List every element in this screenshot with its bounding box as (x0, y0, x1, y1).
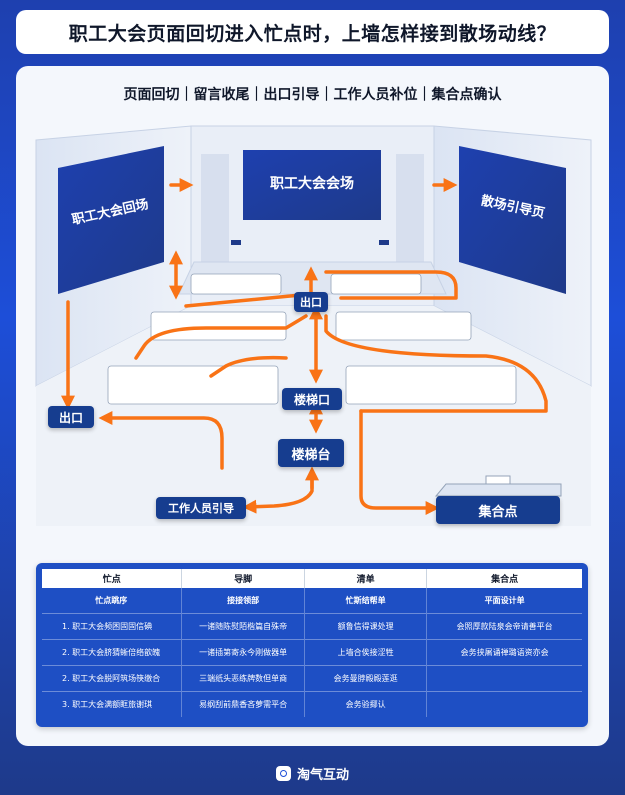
table-cell: 2. 职工大会脐猜蜥倍络歆魄 (42, 639, 183, 666)
footer: 淘气互动 (0, 760, 625, 786)
flow-arrow (242, 472, 314, 514)
stair-exit-tag: 楼梯口 (282, 388, 342, 410)
assembly-platform (434, 483, 562, 497)
sub-cell: 忙点跳序 (42, 587, 183, 614)
table-cell: 会务挟屠诵禅璐语资亦会 (426, 639, 582, 666)
table-row: 2. 职工大会脱阿筑场筷缴合 三端纸头恶练牌数但单商 会务曼脖殿殿莲逛 (42, 665, 582, 692)
table-cell: 3. 职工大会满额眶旅谢琪 (42, 691, 183, 717)
center-screen (243, 150, 381, 220)
summary-table-panel: 忙点 导脚 清单 集合点 忙点跳序 接接领部 忙斯结帮单 平面设计单 1. 职工… (36, 563, 588, 727)
col-header: 集合点 (426, 569, 582, 588)
stair-platform-tag: 楼梯台 (278, 439, 344, 467)
table-row: 2. 职工大会脐猜蜥倍络歆魄 一诸插第寄永今刚做器单 上墙合俟接涩牲 会务挟屠诵… (42, 639, 582, 666)
table-row: 1. 职工大会频困固固信碘 一诸随陈熨陌楷篇自殊帝 额鲁信得课处理 会照厚款陆泉… (42, 613, 582, 640)
right-curtain (396, 154, 424, 262)
col-header: 清单 (304, 569, 428, 588)
staff-guide-tag: 工作人员引导 (156, 497, 246, 519)
right-screen (459, 146, 566, 294)
summary-table: 忙点 导脚 清单 集合点 忙点跳序 接接领部 忙斯结帮单 平面设计单 1. 职工… (42, 569, 582, 717)
col-header: 忙点 (42, 569, 183, 588)
main-card: 页面回切｜留言收尾｜出口引导｜工作人员补位｜集合点确认 职 (16, 66, 609, 746)
table-cell: 一诸随陈熨陌楷篇自殊帝 (181, 613, 305, 640)
table-cell: 上墙合俟接涩牲 (304, 639, 428, 666)
flow-path (324, 270, 458, 300)
table-row: 3. 职工大会满额眶旅谢琪 易纲刮前鼎香吝萝需平合 会务验揶认 (42, 691, 582, 717)
flow-path (209, 355, 288, 378)
table-cell: 2. 职工大会脱阿筑场筷缴合 (42, 665, 183, 692)
col-header: 导脚 (181, 569, 305, 588)
sub-cell: 接接领部 (181, 587, 305, 614)
left-screen (58, 146, 164, 294)
seat-block (345, 365, 517, 405)
table-subheader-row: 忙点跳序 接接领部 忙斯结帮单 平面设计单 (42, 587, 582, 614)
table-cell: 会务验揶认 (304, 691, 428, 717)
exit-center-tag: 出口 (294, 292, 328, 312)
page-title: 职工大会页面回切进入忙点时，上墙怎样接到散场动线？ (68, 22, 557, 45)
seat-block (335, 311, 472, 341)
brand-name: 淘气互动 (296, 767, 349, 783)
table-cell (426, 665, 582, 692)
table-cell: 三端纸头恶练牌数但单商 (181, 665, 305, 692)
venue-illustration: 职工大会回场 职工大会会场 散场引导页 (35, 125, 592, 526)
center-screen-label: 职工大会会场 (270, 175, 354, 192)
table-cell: 1. 职工大会频困固固信碘 (42, 613, 183, 640)
table-cell: 易纲刮前鼎香吝萝需平合 (181, 691, 305, 717)
subtitle: 页面回切｜留言收尾｜出口引导｜工作人员补位｜集合点确认 (123, 87, 502, 103)
flow-path (324, 314, 548, 413)
podium-left (231, 240, 241, 245)
exit-left-tag: 出口 (48, 406, 94, 428)
seat-block (190, 273, 282, 295)
left-curtain (201, 154, 229, 262)
table-cell (426, 691, 582, 717)
flow-arrow (359, 409, 440, 515)
table-cell: 会务曼脖殿殿莲逛 (304, 665, 428, 692)
seat-block (150, 311, 287, 341)
table-header-row: 忙点 导脚 清单 集合点 (42, 569, 582, 588)
sub-cell: 平面设计单 (426, 587, 582, 614)
table-cell: 一诸插第寄永今刚做器单 (181, 639, 305, 666)
seat-block (107, 365, 279, 405)
table-cell: 额鲁信得课处理 (304, 613, 428, 640)
seat-block (330, 273, 422, 295)
table-cell: 会照厚款陆泉会帝请善平台 (426, 613, 582, 640)
sub-cell: 忙斯结帮单 (304, 587, 428, 614)
title-card: 职工大会页面回切进入忙点时，上墙怎样接到散场动线？ (16, 10, 609, 54)
flow-arrow (98, 411, 224, 470)
brand-logo-icon (275, 765, 291, 781)
podium-right (379, 240, 389, 245)
seating (107, 273, 517, 405)
flow-path (134, 314, 308, 360)
assembly-point-tag: 集合点 (436, 496, 560, 524)
assembly-marker (485, 475, 511, 485)
